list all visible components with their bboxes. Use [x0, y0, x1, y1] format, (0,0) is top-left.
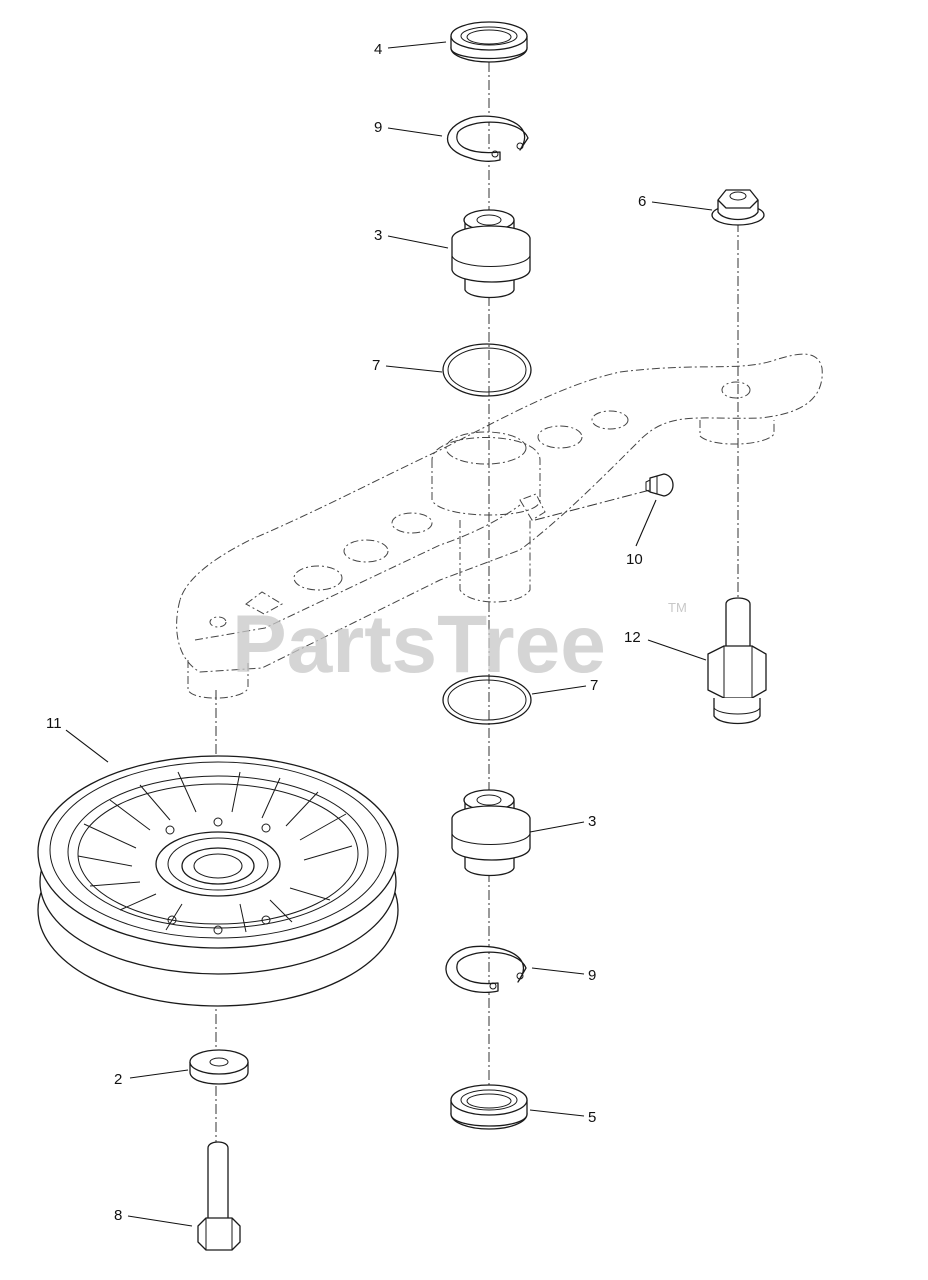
callout-o-ring-bottom: 7	[590, 677, 598, 694]
partstree-watermark: PartsTree TM	[232, 599, 687, 690]
callout-hex-bolt: 8	[114, 1207, 122, 1224]
callout-spacer-washer: 2	[114, 1071, 122, 1088]
bearing-top	[451, 209, 531, 299]
watermark-trademark: TM	[668, 600, 687, 615]
snap-ring-top	[446, 115, 529, 162]
watermark-brand: PartsTree	[232, 599, 606, 690]
snap-ring-bottom	[445, 945, 527, 994]
callout-bearing-bottom: 3	[588, 813, 596, 830]
bearing-bottom	[451, 789, 531, 877]
idler-pulley	[37, 755, 399, 1007]
idler-arm-ghost	[176, 353, 823, 699]
spacer-washer	[189, 1049, 249, 1085]
callout-snap-ring-bottom: 9	[588, 967, 596, 984]
callout-leader-lines	[65, 41, 713, 1227]
o-ring-bottom	[442, 675, 532, 725]
grease-fitting	[645, 473, 674, 497]
callout-bearing-top: 3	[374, 227, 382, 244]
flange-nut	[711, 189, 765, 226]
shoulder-stud	[707, 597, 767, 725]
callout-seal-top: 4	[374, 41, 382, 58]
hex-bolt	[197, 1141, 241, 1251]
callout-flange-nut: 6	[638, 193, 646, 210]
callout-shoulder-stud: 12	[624, 629, 641, 646]
callout-idler-pulley: 11	[46, 715, 62, 732]
callout-grease-fitting: 10	[626, 551, 643, 568]
seal-bottom	[450, 1084, 528, 1130]
callout-o-ring-top: 7	[372, 357, 380, 374]
o-ring-top	[442, 343, 532, 397]
seal-top	[450, 21, 528, 63]
callout-seal-bottom: 5	[588, 1109, 596, 1126]
callout-numbers: 4 9 3 7 6 10 12 7 11 3 9 2 5 8	[46, 41, 646, 1224]
callout-snap-ring-top: 9	[374, 119, 382, 136]
